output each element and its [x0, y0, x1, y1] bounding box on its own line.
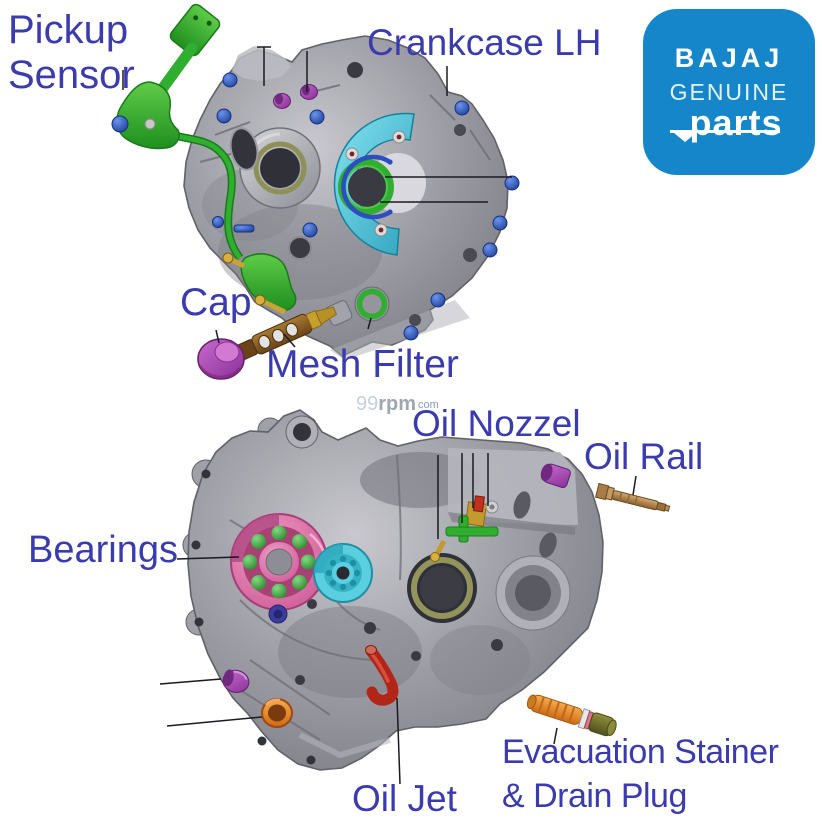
- o-ring-part: [354, 286, 390, 322]
- blue-bolts-top: [212, 72, 520, 341]
- label-evacuation-strainer: Evacuation Stainer & Drain Plug: [502, 730, 779, 818]
- leader-bearings: [176, 556, 240, 560]
- pickup-sensor-part: [111, 3, 244, 261]
- sensor-bolt: [111, 115, 129, 133]
- watermark-part1: 99: [356, 393, 379, 415]
- label-evac-line2: & Drain Plug: [502, 777, 687, 815]
- indigo-ring: [268, 604, 288, 624]
- leader-strainer: [553, 727, 558, 745]
- label-bearings: Bearings: [28, 529, 178, 571]
- bajaj-brand-text: BAJAJ: [674, 43, 784, 73]
- crankcase-bottom-illustration: [182, 409, 604, 771]
- gear-bracket-part: [222, 252, 297, 315]
- label-pickup-line2: Sensor: [8, 53, 135, 97]
- label-oil-rail: Oil Rail: [584, 436, 704, 477]
- label-oil-jet: Oil Jet: [352, 778, 457, 819]
- label-pickup-line1: Pickup: [8, 8, 129, 52]
- guide-bolts: [345, 130, 406, 237]
- watermark-part2: rpm: [378, 393, 417, 415]
- leader-o-ring: [367, 317, 372, 330]
- purple-plug-left-part: [222, 669, 250, 694]
- oil-rail-part: [595, 482, 671, 512]
- evacuation-strainer-drain-plug-part: [526, 694, 617, 737]
- label-pickup-sensor: Pickup Sensor: [8, 8, 135, 98]
- ball-bearing-pink-part: [230, 513, 328, 611]
- oil-jet-part: [365, 645, 399, 706]
- top-tower-boss: [232, 46, 291, 81]
- label-evac-line1: Evacuation Stainer: [502, 733, 779, 771]
- leader-unlabeled-1: [257, 46, 271, 86]
- oil-bush-orange-part: [261, 698, 293, 728]
- crankcase-top-illustration: [111, 3, 520, 380]
- leader-mesh-filter: [283, 333, 296, 348]
- label-oil-nozzel: Oil Nozzel: [412, 403, 581, 444]
- purple-plug-top-part: [540, 463, 571, 489]
- leader-lines: [122, 46, 637, 785]
- bajaj-genuine-parts-logo: BAJAJ GENUINE parts: [643, 9, 815, 175]
- leader-oil-rail: [632, 475, 637, 496]
- leader-oil-jet: [396, 697, 401, 785]
- leader-plug-left: [159, 678, 222, 685]
- logo-parts-text: parts: [689, 102, 783, 143]
- leader-bush: [166, 716, 263, 727]
- violet-plugs-top: [273, 84, 318, 109]
- logo-genuine-text: GENUINE: [669, 79, 789, 105]
- circlip-part: [341, 154, 393, 220]
- center-bearing-bore: [407, 553, 477, 623]
- label-cap: Cap: [180, 281, 252, 324]
- logo-arrow-icon: [674, 133, 696, 142]
- cap-part: [197, 338, 245, 380]
- label-mesh-filter: Mesh Filter: [266, 343, 459, 386]
- leader-cap: [215, 329, 220, 344]
- cam-chain-guide-part: [333, 112, 415, 256]
- watermark-part3: com: [418, 399, 439, 411]
- bearing-cyan-part: [313, 543, 373, 603]
- logo-underline: [670, 130, 780, 133]
- right-bore: [495, 555, 571, 631]
- label-crankcase-lh: Crankcase LH: [367, 22, 602, 63]
